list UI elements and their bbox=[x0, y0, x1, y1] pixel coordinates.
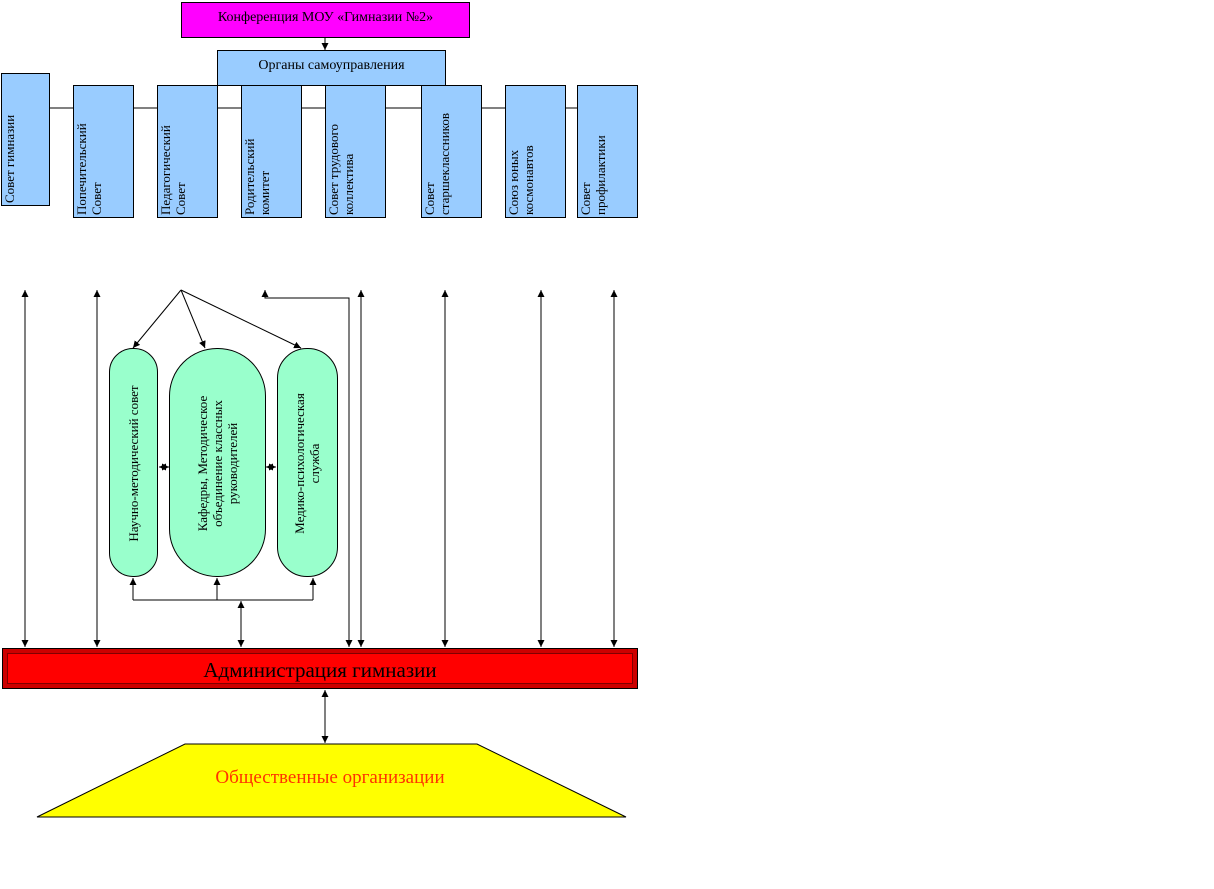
council-young-cosmonauts: Союз юных космонавтов bbox=[505, 85, 566, 218]
council-seniors: Совет старшеклассников bbox=[421, 85, 482, 218]
self-government-label: Органы самоуправления bbox=[258, 58, 405, 73]
council-pedagogical: Педагогический Совет bbox=[157, 85, 218, 218]
administration-box: Администрация гимназии bbox=[2, 648, 638, 689]
council-labor-collective: Совет трудового коллектива bbox=[325, 85, 386, 218]
pill-departments: Кафедры, Методическое объединение классн… bbox=[169, 348, 266, 577]
public-organizations-label: Общественные организации bbox=[215, 767, 445, 788]
pill-medical-psychological: Медико-психологическая служба bbox=[277, 348, 338, 577]
council-gymnasium: Совет гимназии bbox=[1, 73, 50, 206]
pill-scientific-methodical-council: Научно-методический совет bbox=[109, 348, 158, 577]
council-parents: Родительский комитет bbox=[241, 85, 302, 218]
administration-label: Администрация гимназии bbox=[203, 658, 437, 682]
council-trustees: Попечительский Совет bbox=[73, 85, 134, 218]
council-prevention: Совет профилактики bbox=[577, 85, 638, 218]
conference-label: Конференция МОУ «Гимназии №2» bbox=[217, 10, 434, 25]
conference-box: Конференция МОУ «Гимназии №2» bbox=[181, 2, 470, 38]
